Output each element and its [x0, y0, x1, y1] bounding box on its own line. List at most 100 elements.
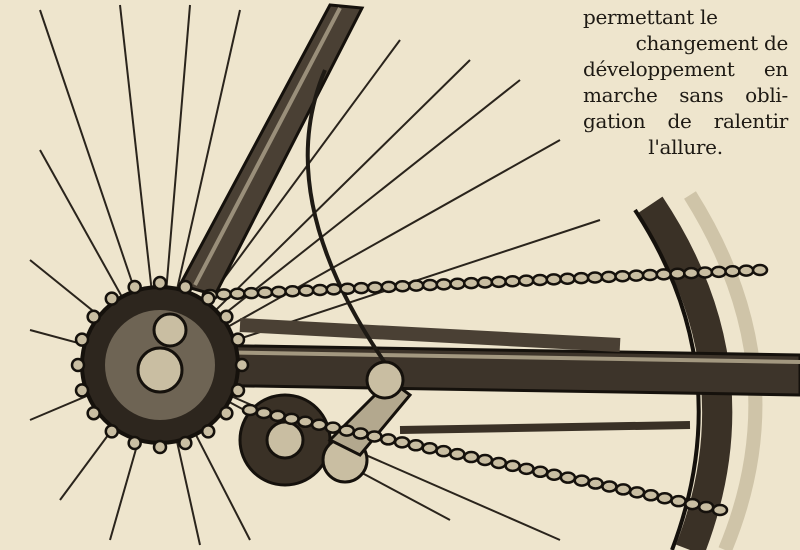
chain-link: [710, 265, 727, 279]
chain-link: [408, 279, 425, 292]
chain-link: [256, 286, 274, 299]
chain-link: [178, 435, 193, 451]
chain-link: [311, 283, 329, 297]
caption-line: gation de ralentir: [583, 109, 788, 133]
chain-link: [325, 283, 342, 296]
chain-link: [435, 444, 452, 458]
chain-link: [504, 275, 521, 288]
chain-link: [104, 291, 120, 306]
chain-link: [545, 273, 562, 286]
chain-link: [284, 285, 301, 298]
chain-link: [724, 265, 741, 278]
chain-link: [435, 278, 452, 291]
chain-link: [573, 474, 591, 487]
chain-link: [711, 503, 729, 517]
chain-stay-tube: [188, 318, 800, 397]
chain-link: [352, 427, 369, 440]
chain-link: [283, 412, 300, 426]
chain-link: [669, 267, 686, 280]
chain-link: [152, 439, 168, 455]
chain-link: [104, 424, 120, 439]
chain-link: [656, 491, 673, 505]
chain-link: [641, 268, 659, 282]
adjuster-rod: [399, 421, 691, 434]
chain-link: [462, 450, 480, 464]
chain-link: [421, 278, 439, 292]
chain-link: [200, 291, 216, 306]
chain-link: [219, 405, 234, 421]
chain-link: [393, 436, 411, 449]
chain-link: [366, 281, 384, 294]
caption-line: développement en: [583, 57, 788, 81]
chain-link: [600, 270, 617, 284]
chain-link: [697, 500, 715, 514]
chain-link: [476, 453, 494, 467]
chain-link: [366, 430, 383, 443]
chain-link: [270, 285, 287, 299]
chain-link: [310, 418, 328, 431]
chain-link: [559, 471, 577, 484]
caption-line: marche sans obli-: [583, 83, 788, 107]
chain-link: [587, 477, 604, 490]
chain-link: [642, 489, 660, 502]
chain-link: [601, 480, 618, 493]
chain-link: [696, 266, 714, 279]
chain-link: [379, 433, 397, 446]
chain-link: [684, 497, 701, 511]
chain-link: [738, 264, 755, 277]
chain-link: [127, 435, 142, 451]
chain-link: [614, 483, 632, 496]
chain-link: [230, 383, 246, 398]
chain-link: [70, 357, 86, 373]
chain-link: [421, 441, 438, 455]
chain-link: [518, 462, 535, 476]
chain-link: [86, 405, 101, 421]
chain-link: [243, 286, 260, 300]
chain-link: [380, 280, 397, 294]
caption-text: permettant le changement de développemen…: [583, 4, 788, 160]
chain-link: [178, 279, 193, 295]
chain-link: [338, 424, 356, 437]
chain-link: [532, 465, 549, 479]
chain-link: [297, 415, 314, 429]
rear-sprocket: [80, 285, 240, 445]
chain-link: [573, 271, 590, 285]
caption-line: changement de: [635, 31, 789, 55]
chain-link: [490, 275, 507, 289]
chain-link: [545, 468, 563, 481]
shift-cable: [305, 69, 392, 372]
bicycle-chain: [70, 263, 769, 517]
chain-link: [559, 272, 576, 285]
chain-link: [74, 383, 90, 398]
chain-link: [614, 270, 631, 283]
chain-link: [504, 459, 521, 473]
chain-link: [586, 271, 604, 284]
chain-link: [229, 287, 246, 300]
chain-link: [230, 332, 246, 347]
chain-link: [241, 403, 259, 417]
chain-link: [670, 494, 687, 508]
chain-link: [683, 266, 700, 280]
chain-link: [628, 486, 646, 499]
chain-link: [339, 282, 356, 295]
chain-link: [751, 263, 769, 277]
chain-link: [476, 276, 494, 289]
chain-link: [74, 332, 90, 347]
chain-link: [200, 424, 216, 439]
chain-link: [298, 284, 315, 297]
chain-link: [531, 273, 549, 287]
chain-link: [449, 277, 466, 290]
caption-line: l'allure.: [648, 135, 723, 159]
chain-link: [449, 447, 466, 461]
chain-link: [127, 279, 142, 295]
chain-link: [152, 275, 168, 291]
chain-link: [255, 406, 273, 420]
chain-link: [628, 269, 645, 282]
chain-link: [234, 357, 250, 373]
chain-link: [215, 288, 232, 301]
chain-link: [219, 309, 234, 325]
seat-stay-tube: [177, 3, 365, 297]
chain-link: [407, 439, 425, 452]
caption-line: permettant le: [583, 5, 718, 29]
chain-link: [86, 309, 101, 325]
